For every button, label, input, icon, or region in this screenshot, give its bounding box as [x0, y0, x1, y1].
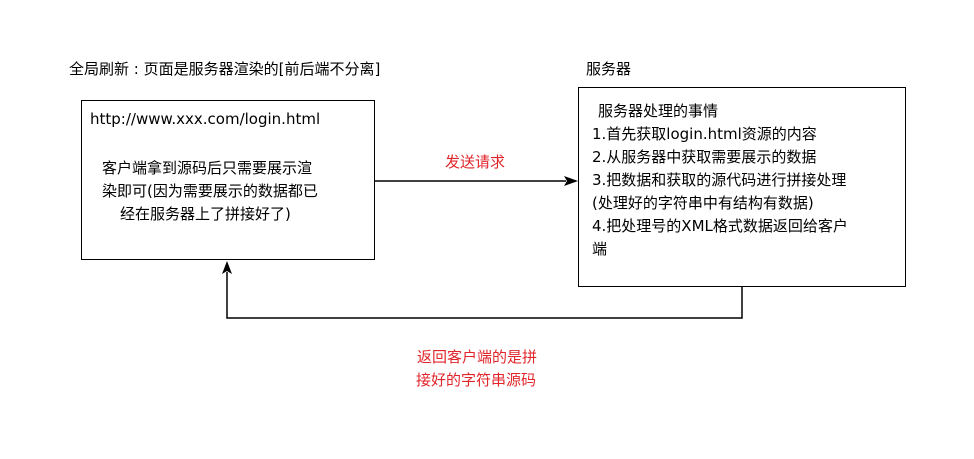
- server-heading: 服务器处理的事情: [598, 102, 719, 120]
- response-label-line-2: 接好的字符串源码: [416, 371, 537, 389]
- server-step-2: 2.从服务器中获取需要展示的数据: [592, 148, 817, 166]
- server-step-4-continued: 端: [592, 240, 608, 258]
- server-step-3: 3.把数据和获取的源代码进行拼接处理: [592, 171, 847, 189]
- response-label-line-1: 返回客户端的是拼: [417, 348, 538, 366]
- response-arrow-line: [226, 272, 743, 319]
- server-title: 服务器: [586, 60, 632, 78]
- client-description-line-2: 染即可(因为需要展示的数据都已: [102, 182, 318, 200]
- response-arrowhead: [222, 261, 232, 274]
- client-box: http://www.xxx.com/login.html 客户端拿到源码后只需…: [81, 100, 375, 260]
- client-description-line-3: 经在服务器上了拼接好了): [120, 205, 291, 223]
- request-label: 发送请求: [445, 153, 506, 171]
- server-box: 服务器处理的事情 1.首先获取login.html资源的内容 2.从服务器中获取…: [578, 87, 906, 287]
- server-step-4: 4.把处理号的XML格式数据返回给客户: [592, 217, 848, 235]
- server-step-1: 1.首先获取login.html资源的内容: [592, 125, 817, 143]
- server-step-3-note: (处理好的字符串中有结构有数据): [592, 194, 814, 212]
- client-url: http://www.xxx.com/login.html: [90, 110, 321, 128]
- client-description-line-1: 客户端拿到源码后只需要展示渲: [102, 159, 313, 177]
- client-title: 全局刷新 : 页面是服务器渲染的[前后端不分离]: [69, 60, 381, 78]
- request-arrowhead: [564, 176, 578, 186]
